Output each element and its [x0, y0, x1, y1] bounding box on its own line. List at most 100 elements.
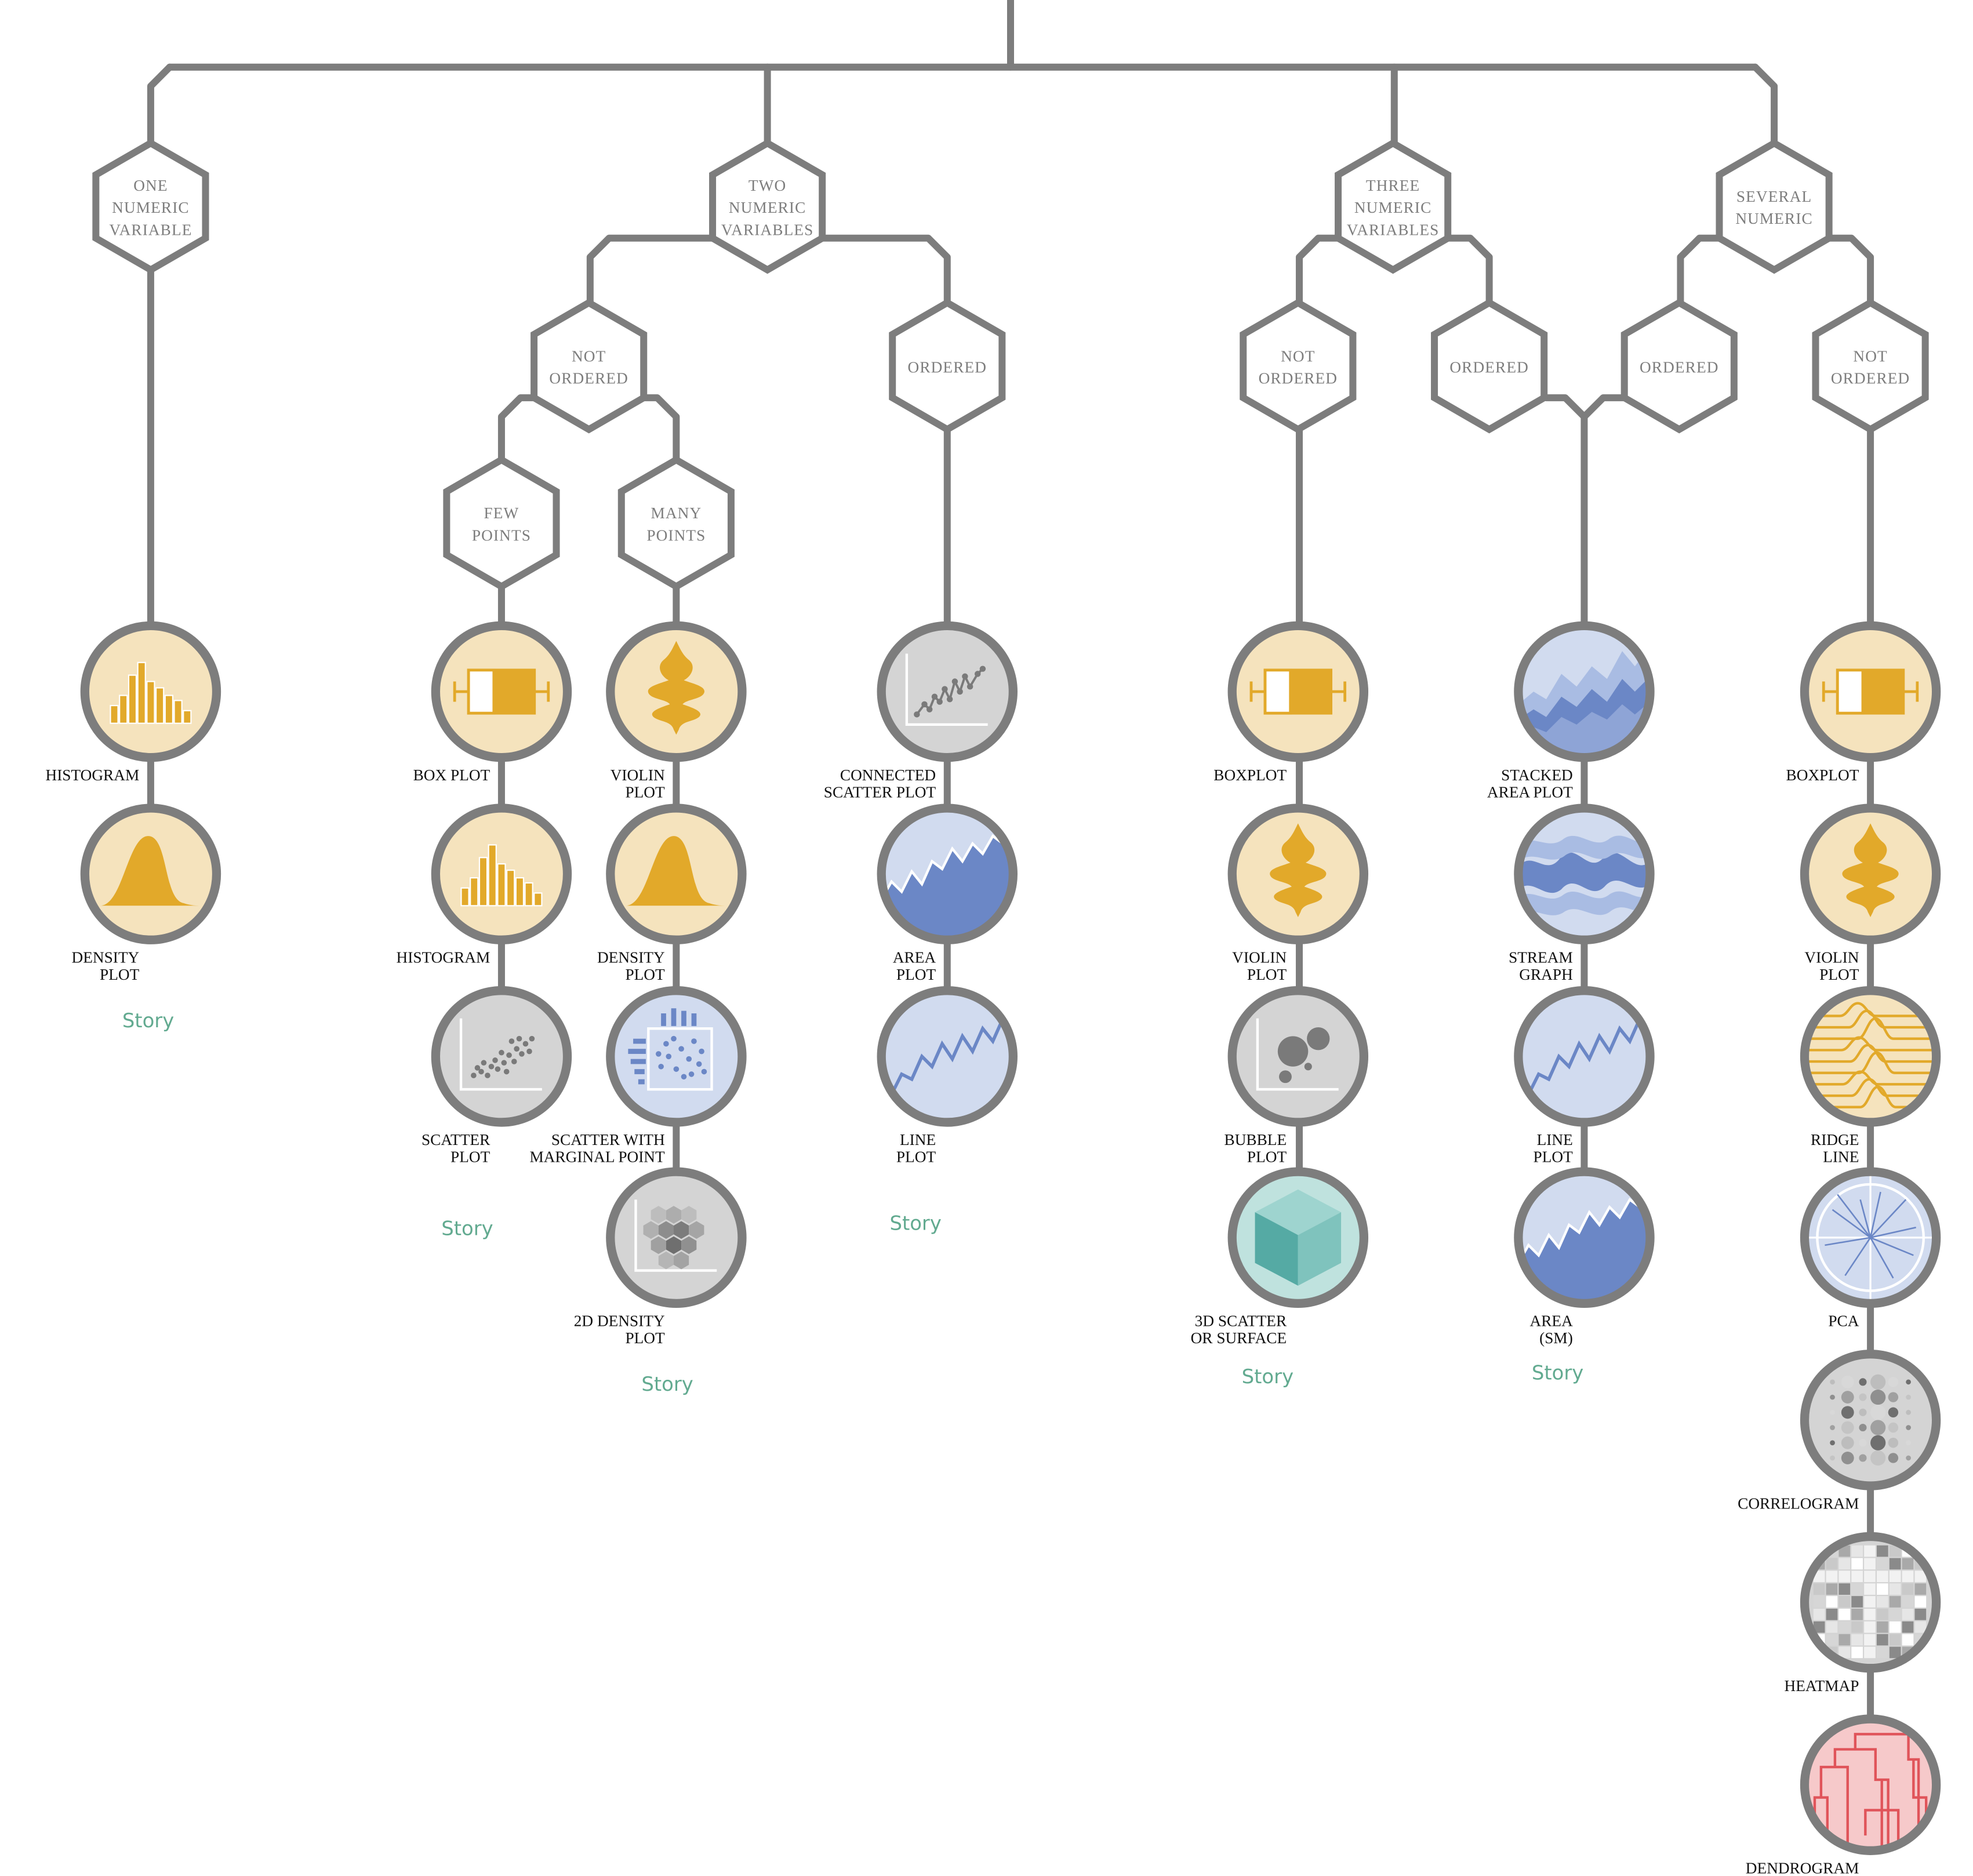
hexagon-shape — [1240, 299, 1357, 434]
chart-node-label: OR SURFACE — [1191, 1329, 1287, 1347]
chart-node-correlogram-1[interactable]: CORRELOGRAM — [1738, 1350, 1941, 1513]
connector-line — [1295, 234, 1342, 307]
stream-icon — [1520, 835, 1649, 915]
decision-node-text: ONE — [133, 177, 168, 194]
chart-node-label: PLOT — [896, 966, 936, 983]
chart-node-border — [1227, 1167, 1369, 1308]
chart-node-border — [1800, 1350, 1941, 1490]
decision-node-three-ordered[interactable]: ORDERED — [1431, 299, 1548, 434]
chart-node-histogram-1[interactable]: HISTOGRAM — [45, 621, 221, 784]
chart-node-label: BOXPLOT — [1213, 766, 1287, 784]
chart-node-border — [80, 804, 221, 944]
decision-node-text: NOT — [1853, 347, 1887, 365]
chart-node-label: LINE — [900, 1131, 936, 1148]
boxplot-icon — [453, 668, 550, 715]
decision-node-two-ordered[interactable]: ORDERED — [889, 299, 1006, 434]
chart-node-heatmap-1[interactable]: HEATMAP — [1785, 1532, 1941, 1695]
chart-node-border — [1514, 621, 1655, 762]
chart-node-histogram-2[interactable]: HISTOGRAM — [397, 804, 572, 966]
story-link-story-three-ordered[interactable]: Story — [1532, 1361, 1583, 1384]
chart-node-label: PLOT — [625, 783, 665, 801]
chart-node-border — [606, 621, 747, 762]
chart-node-label: STACKED — [1501, 766, 1573, 784]
story-link-story-many[interactable]: Story — [641, 1373, 693, 1395]
decision-node-text: THREE — [1366, 177, 1420, 194]
decision-node-text: VARIABLES — [721, 221, 813, 238]
chart-node-label: HEATMAP — [1785, 1677, 1859, 1695]
hexagon-shape — [531, 299, 648, 434]
hexagon-shape — [1431, 299, 1548, 434]
hexagon-shape — [443, 456, 560, 591]
histogram-icon — [460, 844, 543, 907]
marginal-icon — [628, 1008, 713, 1091]
chart-node-border — [1514, 1167, 1655, 1308]
hexagon-shape — [1620, 299, 1738, 434]
chart-node-label: DENSITY — [72, 949, 140, 966]
chart-node-label: STREAM — [1509, 949, 1573, 966]
chart-node-label: LINE — [1537, 1131, 1573, 1148]
story-link-story-few[interactable]: Story — [441, 1217, 493, 1239]
decision-node-text: ORDERED — [1259, 370, 1338, 387]
story-link-story-two-ordered[interactable]: Story — [889, 1212, 941, 1235]
chart-node-label: MARGINAL POINT — [529, 1148, 665, 1166]
density2d-icon — [634, 1199, 717, 1272]
chart-node-area-sm-1[interactable]: AREA(SM) — [1514, 1167, 1655, 1347]
decision-node-several-ordered[interactable]: ORDERED — [1620, 299, 1738, 434]
chart-node-label: AREA — [893, 949, 936, 966]
chart-node-label: 2D DENSITY — [574, 1313, 665, 1330]
connector-line — [641, 394, 680, 464]
chart-node-label: PLOT — [1534, 1148, 1574, 1166]
chart-node-border — [1227, 804, 1369, 944]
chart-node-border — [606, 986, 747, 1127]
chart-node-boxplot-2[interactable]: BOXPLOT — [1213, 621, 1369, 784]
chart-node-label: GRAPH — [1519, 966, 1573, 983]
chart-node-boxplot-3[interactable]: BOXPLOT — [1786, 621, 1941, 784]
chart-node-label: VIOLIN — [611, 766, 665, 784]
decision-node-text: POINTS — [646, 526, 706, 544]
area-icon — [882, 830, 1012, 939]
chart-node-dendrogram-1[interactable]: DENDROGRAM — [1746, 1714, 1941, 1876]
story-link-story-one[interactable]: Story — [122, 1009, 174, 1032]
chart-node-border — [877, 804, 1018, 944]
line-icon — [1527, 1017, 1642, 1096]
chart-node-label: PLOT — [625, 966, 665, 983]
connector-line — [147, 63, 173, 147]
hexagon-shape — [1716, 139, 1833, 274]
tree-connectors — [147, 0, 1874, 1723]
chart-node-label: PLOT — [100, 966, 140, 983]
decision-node-text: SEVERAL — [1736, 188, 1812, 205]
chart-node-label: HISTOGRAM — [45, 766, 139, 784]
scatter-icon — [459, 1018, 542, 1091]
chart-node-pca-1[interactable]: PCA — [1800, 1167, 1941, 1330]
chart-node-boxplot-1[interactable]: BOX PLOT — [413, 621, 572, 784]
decision-node-text: NOT — [572, 347, 606, 365]
story-link-story-three-not-ordered[interactable]: Story — [1242, 1365, 1293, 1388]
chart-node-border — [1800, 621, 1941, 762]
